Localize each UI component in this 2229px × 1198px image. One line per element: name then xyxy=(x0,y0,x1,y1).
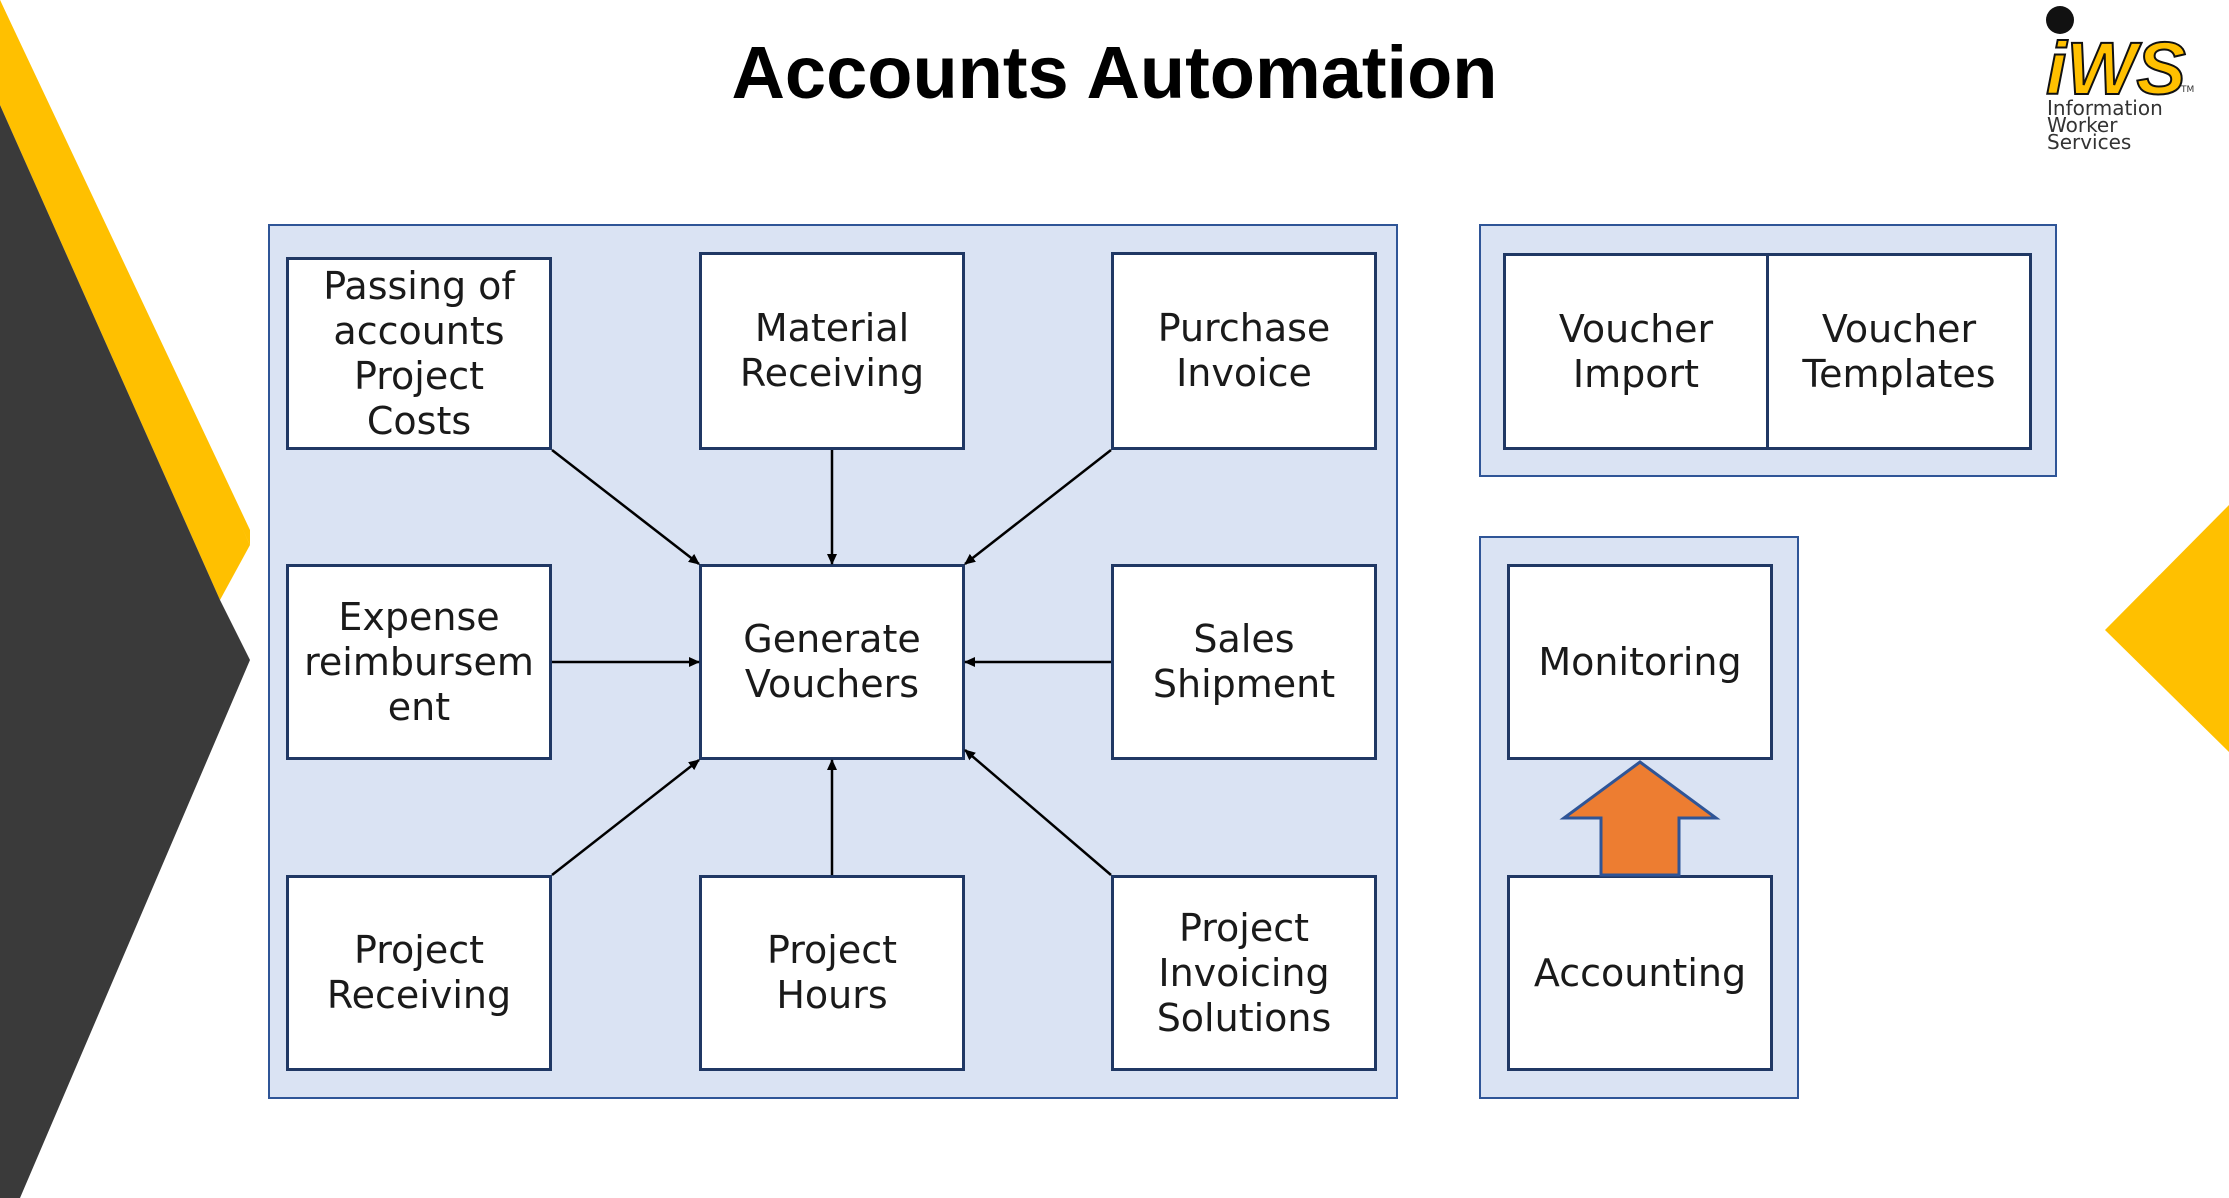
expense-reimbursement-box: Expense reimbursem ent xyxy=(286,564,552,760)
arrow-project-invoicing-to-generate xyxy=(964,749,1112,876)
iws-logo: iWS TM xyxy=(2045,6,2194,111)
right-yellow-triangle xyxy=(2105,505,2229,752)
voucher-templates-box: Voucher Templates xyxy=(1766,253,2032,450)
monitoring-box: Monitoring xyxy=(1507,564,1773,760)
monitoring-label: Monitoring xyxy=(1538,639,1742,684)
expense-reimbursement-label: Expense reimbursem ent xyxy=(304,594,534,729)
voucher-templates-label: Voucher Templates xyxy=(1802,306,1996,396)
project-hours-box: Project Hours xyxy=(699,875,965,1071)
material-receiving-box: Material Receiving xyxy=(699,252,965,450)
arrow-purchase-to-generate xyxy=(964,449,1112,565)
material-receiving-label: Material Receiving xyxy=(739,306,925,395)
left-yellow-band xyxy=(0,0,250,600)
accounting-to-monitoring-arrow xyxy=(1559,760,1721,877)
logo-line-1: Information xyxy=(2047,96,2163,120)
page-title: Accounts Automation xyxy=(731,31,1498,114)
project-invoicing-solutions-box: Project Invoicing Solutions xyxy=(1111,875,1377,1071)
logo-caption: Information Worker Services xyxy=(2047,96,2163,154)
generate-vouchers-box: Generate Vouchers xyxy=(699,564,965,760)
project-invoicing-solutions-label: Project Invoicing Solutions xyxy=(1156,905,1332,1040)
logo-line-3: Services xyxy=(2047,130,2132,154)
logo-mark: iWS xyxy=(2046,27,2186,110)
purchase-invoice-box: Purchase Invoice xyxy=(1111,252,1377,450)
accounting-label: Accounting xyxy=(1533,950,1747,995)
sales-shipment-label: Sales Shipment xyxy=(1152,617,1336,706)
purchase-invoice-label: Purchase Invoice xyxy=(1157,306,1331,395)
passing-of-accounts-label: Passing of accounts Project Costs xyxy=(323,263,515,443)
project-hours-label: Project Hours xyxy=(766,928,897,1017)
project-receiving-label: Project Receiving xyxy=(326,928,512,1017)
sales-shipment-box: Sales Shipment xyxy=(1111,564,1377,760)
arrow-passing-to-generate xyxy=(551,449,700,565)
project-receiving-box: Project Receiving xyxy=(286,875,552,1071)
voucher-import-box: Voucher Import xyxy=(1503,253,1769,450)
voucher-import-label: Voucher Import xyxy=(1558,306,1714,396)
logo-line-2: Worker xyxy=(2047,113,2118,137)
left-dark-chevron xyxy=(0,105,250,1198)
passing-of-accounts-box: Passing of accounts Project Costs xyxy=(286,257,552,450)
logo-tm: TM xyxy=(2180,85,2194,95)
generate-vouchers-label: Generate Vouchers xyxy=(743,617,921,706)
accounting-box: Accounting xyxy=(1507,875,1773,1071)
arrow-project-receiving-to-generate xyxy=(551,759,700,876)
